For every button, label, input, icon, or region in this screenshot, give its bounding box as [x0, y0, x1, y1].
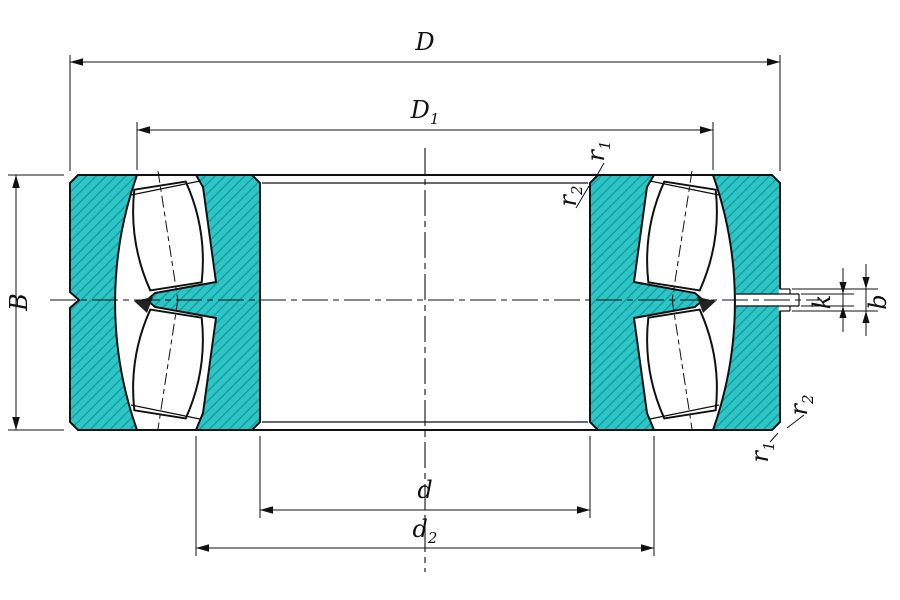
dim-d2: d2 [195, 436, 655, 556]
dim-arrow [862, 277, 870, 289]
dim-arrow [641, 544, 654, 552]
dim-label-B: B [5, 293, 33, 312]
roller-axis-upper-left [157, 170, 179, 302]
leader-line [769, 432, 779, 443]
dim-d: d [259, 436, 591, 518]
dim-arrow [12, 175, 20, 188]
dim-arrow [260, 506, 273, 514]
centerlines [50, 148, 822, 572]
inner-ring-left-section [145, 174, 261, 431]
roller-lower-right [646, 308, 718, 420]
cage [130, 180, 720, 420]
ring-sections [69, 174, 781, 431]
roller-axis-lower-left [157, 298, 179, 430]
cage-line-lower-left [130, 404, 201, 420]
radius-labels: r1 r2 r2 r1 [554, 140, 817, 462]
leader-line [575, 185, 590, 209]
dim-label-D1: D1 [410, 96, 440, 128]
dim-arrow [839, 282, 847, 294]
dim-k: k [801, 268, 854, 332]
cage-line-lower-right [649, 404, 720, 420]
dim-arrow [862, 311, 870, 323]
dim-arrow [12, 417, 20, 430]
label-r1-top: r1 [582, 140, 614, 161]
leader-line [786, 414, 805, 429]
dim-arrow [700, 126, 713, 134]
roller-upper-left [132, 180, 204, 292]
dim-arrow [196, 544, 209, 552]
dim-arrow [577, 506, 590, 514]
dim-D: D [69, 28, 781, 171]
dim-arrow [839, 306, 847, 318]
dim-label-d2: d2 [413, 515, 438, 547]
leader-line [595, 162, 605, 178]
dim-arrow [70, 58, 83, 66]
dim-D1: D1 [136, 96, 714, 170]
dim-b: b [792, 264, 892, 336]
label-r2-bottom: r2 [785, 394, 817, 415]
roller-upper-right [646, 180, 718, 292]
rollers [132, 170, 718, 430]
dim-label-b: b [864, 294, 892, 309]
dim-arrow [137, 126, 150, 134]
dim-label-D: D [414, 28, 434, 56]
dim-arrow [767, 58, 780, 66]
cage-wedge-left [134, 297, 153, 313]
roller-axis-upper-right [671, 170, 693, 302]
dim-B: B [5, 174, 64, 431]
label-r2-top: r2 [554, 185, 586, 206]
dim-label-d: d [417, 476, 432, 504]
inner-ring-right-section [589, 174, 705, 431]
label-r1-bottom: r1 [746, 441, 778, 462]
outer-ring-left-section [69, 174, 139, 431]
cage-wedge-right [697, 297, 716, 313]
dim-label-k: k [808, 295, 836, 310]
cage-line-upper-right [649, 180, 720, 196]
roller-axis-lower-right [671, 298, 693, 430]
roller-lower-left [132, 308, 204, 420]
cage-line-upper-left [130, 180, 201, 196]
